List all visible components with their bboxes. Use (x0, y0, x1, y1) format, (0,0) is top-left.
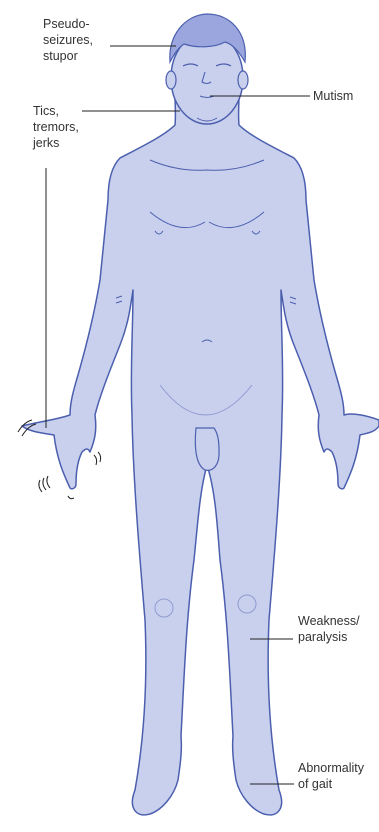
genitals (195, 428, 219, 470)
label-pseudoseizures-line2: seizures, (43, 32, 93, 48)
right-ear (238, 71, 248, 89)
label-mutism-text: Mutism (313, 88, 353, 104)
label-weakness-line1: Weakness/ (298, 613, 360, 629)
label-tics-line3: jerks (33, 135, 79, 151)
label-mutism: Mutism (313, 88, 353, 104)
label-pseudoseizures-line3: stupor (43, 48, 93, 64)
left-ear (166, 71, 176, 89)
label-tics: Tics, tremors, jerks (33, 103, 79, 151)
label-weakness-line2: paralysis (298, 629, 360, 645)
label-pseudoseizures-line1: Pseudo- (43, 16, 93, 32)
label-weakness: Weakness/ paralysis (298, 613, 360, 645)
label-pseudoseizures: Pseudo- seizures, stupor (43, 16, 93, 64)
label-gait-line1: Abnormality (298, 760, 364, 776)
label-gait: Abnormality of gait (298, 760, 364, 792)
label-tics-line2: tremors, (33, 119, 79, 135)
label-gait-line2: of gait (298, 776, 364, 792)
label-tics-line1: Tics, (33, 103, 79, 119)
